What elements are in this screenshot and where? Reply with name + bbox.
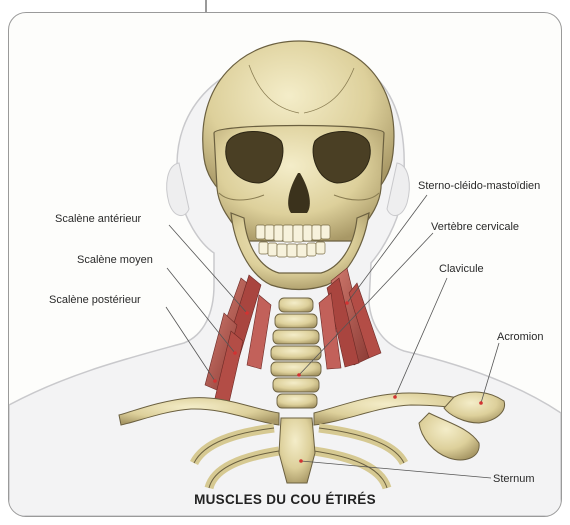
label-scalene-posterieur: Scalène postérieur	[49, 294, 141, 306]
figure-title: MUSCLES DU COU ÉTIRÉS	[9, 492, 561, 507]
label-scalene-anterieur: Scalène antérieur	[55, 213, 141, 225]
label-sterno-cleido-mastoidien: Sterno-cléido-mastoïdien	[418, 180, 540, 192]
label-acromion: Acromion	[497, 331, 543, 343]
label-vertebre-cervicale: Vertèbre cervicale	[431, 221, 519, 233]
label-scalene-moyen: Scalène moyen	[77, 254, 153, 266]
cervical-spine	[271, 298, 321, 408]
label-sternum: Sternum	[493, 473, 535, 485]
illustration-card: Scalène antérieur Scalène moyen Scalène …	[8, 12, 562, 517]
label-clavicule: Clavicule	[439, 263, 484, 275]
sternum-bone	[279, 418, 315, 483]
